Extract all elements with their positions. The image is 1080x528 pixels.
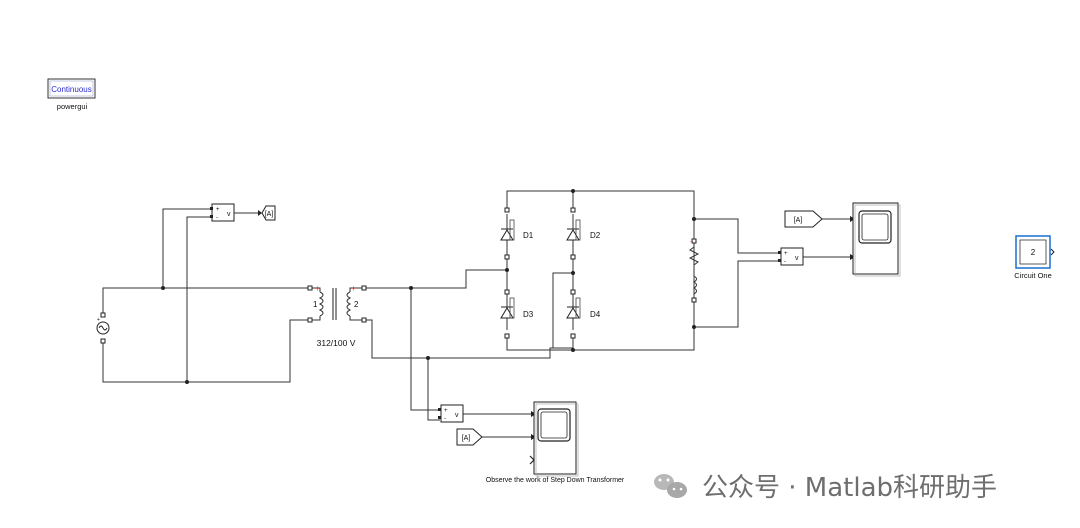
powergui-block[interactable]: Continuous	[47, 78, 96, 99]
voltage-measurement-1[interactable]: + - v	[210, 203, 235, 222]
vm1-plus: +	[216, 207, 220, 213]
subsystem-name: Circuit One	[1014, 271, 1052, 280]
scope-caption: Observe the work of Step Down Transforme…	[486, 477, 625, 484]
svg-text:+: +	[351, 284, 356, 293]
vm3-minus: -	[444, 416, 446, 422]
diode-d3[interactable]: D3	[500, 289, 534, 339]
svg-text:+: +	[315, 284, 320, 293]
circuit-one-subsystem[interactable]: 2	[1015, 235, 1055, 269]
voltage-measurement-2[interactable]: + - v	[778, 247, 804, 266]
d1-label: D1	[523, 231, 534, 240]
vm2-plus: +	[784, 251, 788, 257]
winding-1-label: 1	[313, 300, 318, 309]
vm1-v: v	[227, 211, 231, 218]
from-tag-a-2[interactable]: [A]	[456, 428, 483, 446]
vm2-v: v	[795, 255, 799, 262]
linear-transformer[interactable]: + + 1 2	[307, 284, 367, 323]
diode-d1[interactable]: D1	[500, 207, 534, 260]
d2-label: D2	[590, 231, 601, 240]
from2-label: [A]	[462, 435, 471, 442]
svg-text:+: +	[97, 317, 100, 323]
diode-d2[interactable]: D2	[566, 207, 601, 260]
transformer-rating: 312/100 V	[317, 338, 356, 348]
svg-text:+: +	[690, 240, 694, 246]
powergui-mode: Continuous	[51, 85, 91, 94]
junction-dots	[161, 189, 696, 384]
d4-label: D4	[590, 310, 601, 319]
ac-voltage-source[interactable]: +	[96, 312, 110, 344]
subsystem-value: 2	[1031, 248, 1036, 257]
scope-2[interactable]	[529, 401, 579, 477]
powergui-label: powergui	[57, 102, 88, 111]
goto-label: [A]	[265, 211, 274, 218]
goto-tag-a[interactable]: [A]	[261, 205, 276, 221]
vm1-minus: -	[216, 215, 218, 221]
from-tag-a-1[interactable]: [A]	[784, 210, 823, 228]
vm3-plus: +	[444, 408, 448, 414]
d3-label: D3	[523, 310, 534, 319]
rl-load[interactable]: +	[688, 238, 700, 303]
wires	[102, 190, 850, 438]
vm3-v: v	[455, 412, 459, 419]
diode-d4[interactable]: D4	[566, 289, 601, 339]
from1-label: [A]	[794, 217, 803, 224]
voltage-measurement-3[interactable]: + - v	[438, 404, 464, 423]
watermark-text: 公众号 · Matlab科研助手	[702, 473, 997, 503]
wechat-icon	[654, 474, 687, 498]
scope-1[interactable]	[852, 202, 901, 277]
watermark: 公众号 · Matlab科研助手	[654, 473, 997, 503]
vm2-minus: -	[784, 259, 786, 265]
winding-2-label: 2	[354, 300, 359, 309]
